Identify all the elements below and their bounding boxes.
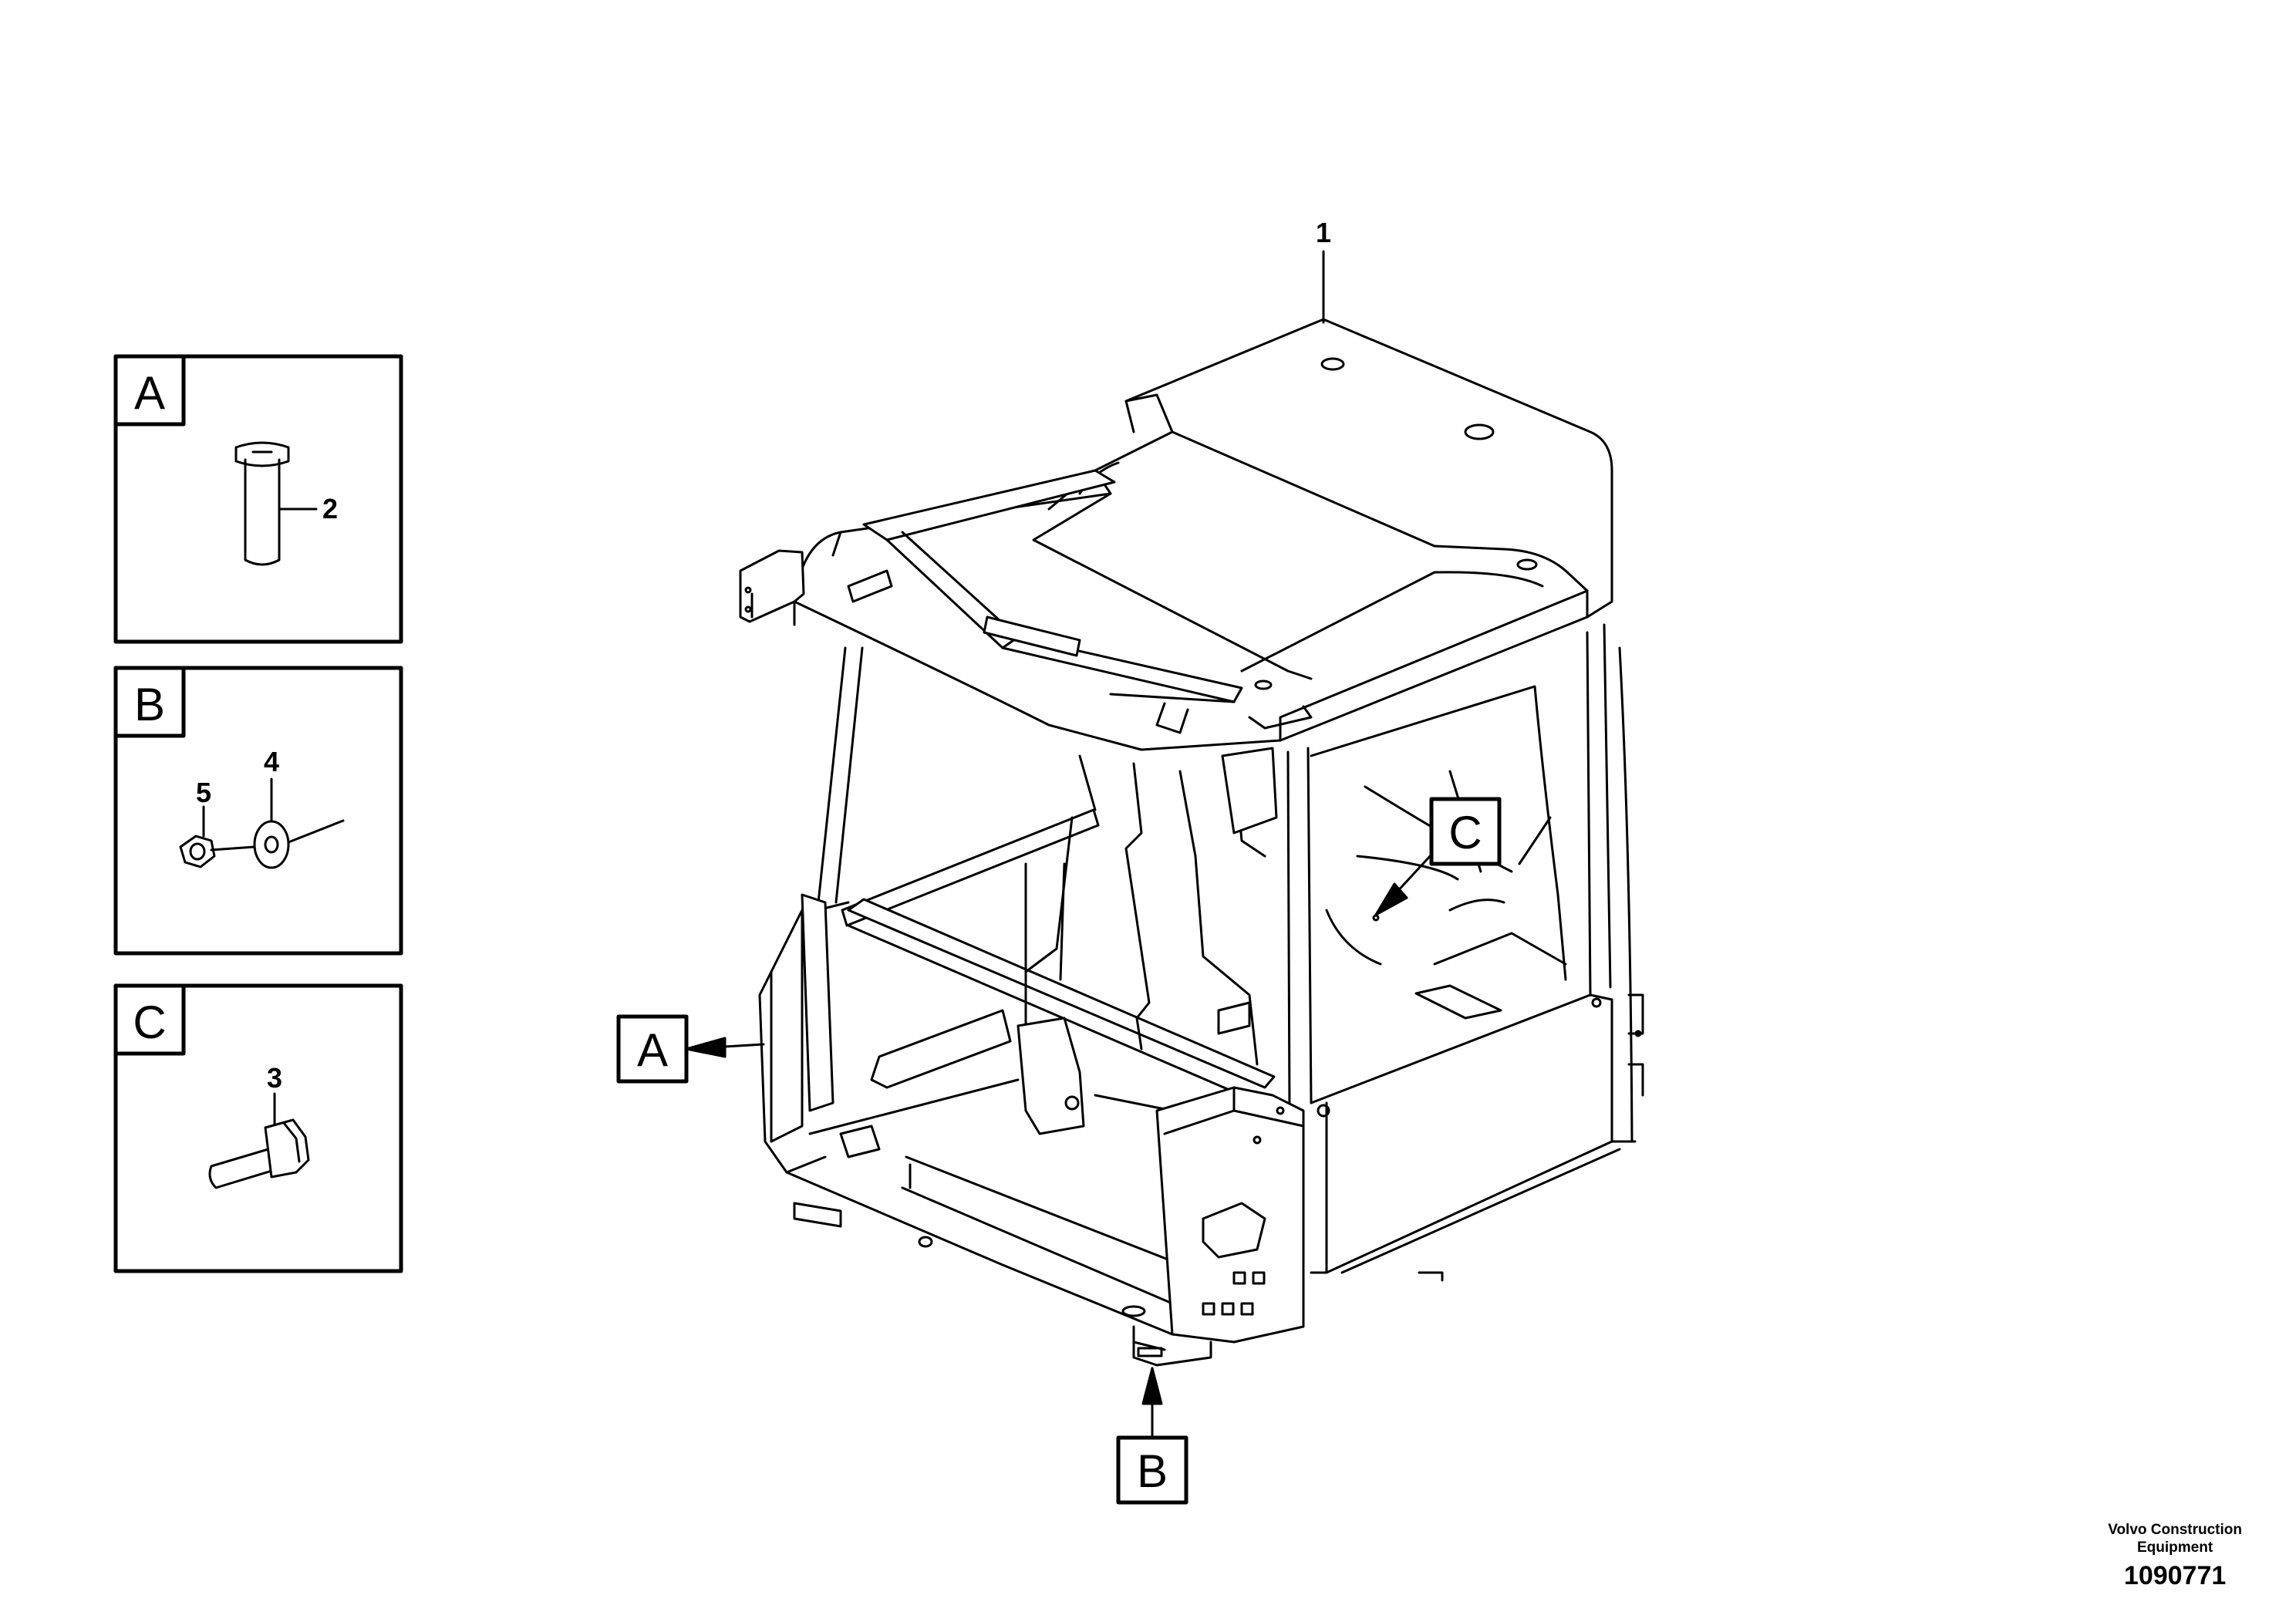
washer-icon: [253, 820, 290, 869]
nut-icon: [179, 835, 216, 868]
callout-5: 5: [196, 777, 211, 808]
callout-4: 4: [264, 746, 279, 777]
label-a-letter: A: [637, 1024, 668, 1076]
brand-line-1: Volvo Construction: [2108, 1522, 2242, 1538]
callout-3: 3: [267, 1062, 282, 1094]
label-b: B: [1116, 1367, 1188, 1505]
bolt-icon: [234, 441, 290, 566]
detail-letter-b: B: [134, 679, 165, 730]
label-a: A: [616, 1014, 765, 1084]
hex-screw-icon: [208, 1118, 310, 1189]
drawing-number: 1090771: [2123, 1561, 2227, 1590]
detail-letter-c: C: [133, 996, 166, 1048]
callout-1: 1: [1316, 217, 1331, 248]
label-c: C: [1374, 797, 1502, 916]
detail-box-c: C 3: [113, 983, 403, 1273]
footer-credit: Volvo Construction Equipment 1090771: [2108, 1521, 2242, 1591]
label-b-letter: B: [1137, 1445, 1168, 1497]
label-c-letter: C: [1448, 807, 1482, 858]
detail-box-a: A 2: [113, 354, 403, 644]
callout-2: 2: [322, 493, 338, 524]
detail-box-b: B 4 5: [113, 666, 403, 956]
cab-frame: [739, 250, 1644, 1367]
detail-letter-a: A: [134, 367, 165, 419]
brand-line-2: Equipment: [2137, 1539, 2213, 1556]
